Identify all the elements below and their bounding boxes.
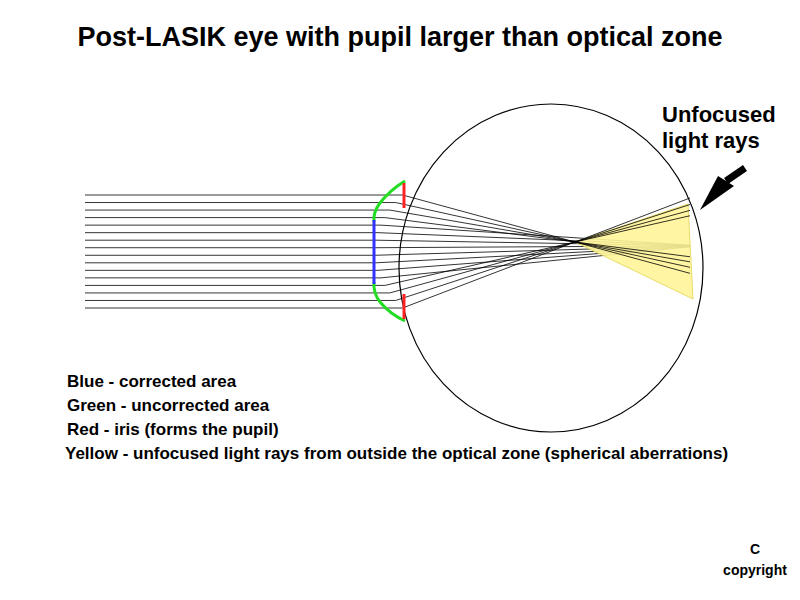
legend-entry: Yellow - unfocused light rays from outsi… — [65, 444, 728, 464]
corrected-cornea — [373, 220, 376, 284]
eyeball-outline — [399, 104, 703, 432]
light-ray — [85, 255, 375, 256]
light-ray — [85, 262, 376, 263]
light-ray — [85, 308, 403, 309]
light-ray — [390, 210, 690, 293]
copyright-mark: C — [740, 541, 770, 558]
callout-label: Unfocused light rays — [662, 102, 792, 155]
legend-entry: Blue - corrected area — [67, 372, 236, 392]
light-ray — [85, 277, 381, 278]
light-ray — [85, 195, 403, 196]
legend-entry: Green - uncorrected area — [67, 396, 269, 416]
legend-entry: Red - iris (forms the pupil) — [67, 420, 279, 440]
light-ray — [396, 205, 690, 301]
light-ray — [85, 202, 396, 203]
light-ray — [85, 247, 375, 248]
light-ray — [403, 198, 690, 308]
light-ray — [85, 292, 390, 293]
title: Post-LASIK eye with pupil larger than op… — [0, 22, 800, 53]
copyright-label: copyright — [718, 562, 792, 579]
light-ray — [403, 195, 690, 273]
callout-arrow — [726, 168, 745, 181]
uncorrected-cornea — [374, 282, 405, 321]
light-ray — [85, 217, 385, 218]
light-ray — [396, 203, 690, 268]
light-ray — [85, 232, 378, 233]
light-ray — [390, 210, 690, 262]
unfocused-rays — [385, 195, 690, 308]
uncorrected-cornea — [374, 181, 405, 222]
light-ray — [85, 300, 396, 301]
iris — [403, 294, 406, 319]
light-ray — [85, 285, 385, 286]
light-ray — [385, 216, 690, 286]
light-ray — [85, 225, 381, 226]
light-ray — [85, 210, 390, 211]
unfocused-area — [575, 204, 693, 299]
light-ray — [85, 270, 378, 271]
light-ray — [85, 240, 376, 241]
iris — [403, 183, 406, 208]
